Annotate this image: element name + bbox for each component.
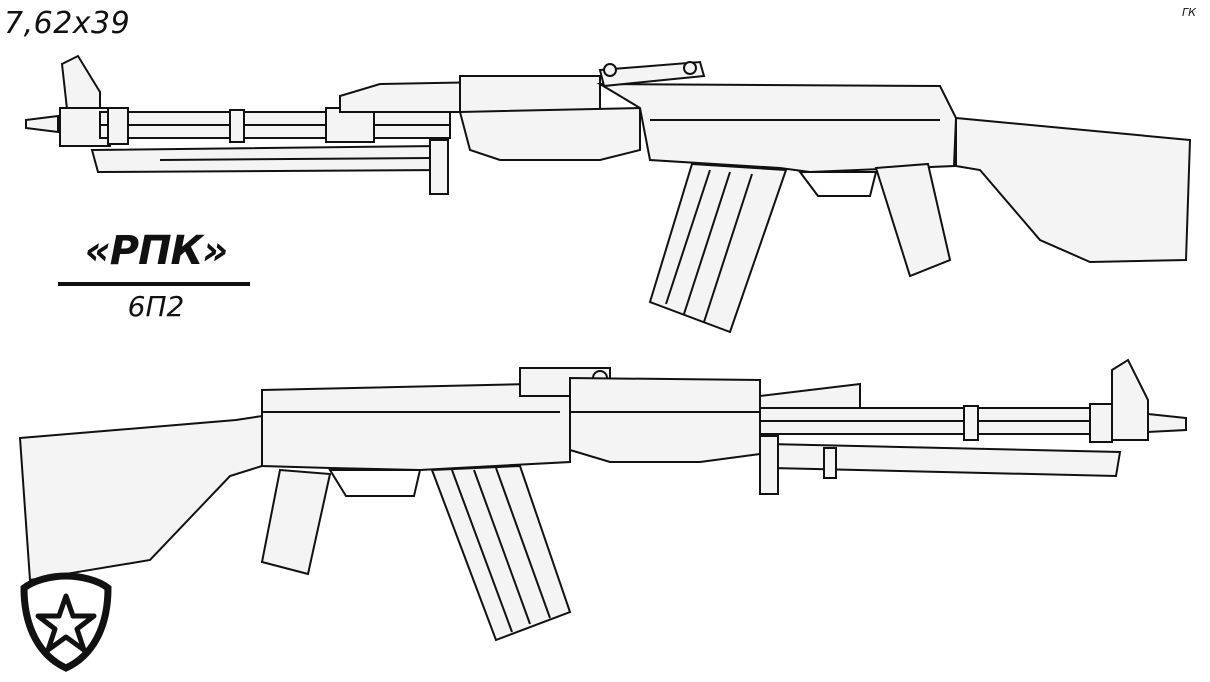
title-underline (58, 282, 250, 286)
author-mark: ГК (1182, 6, 1196, 19)
weapon-index: 6П2 (127, 290, 185, 323)
rifle-lower (18, 358, 1187, 642)
caliber-label: 7,62x39 (4, 6, 131, 41)
rifle-upper (25, 54, 1192, 334)
weapon-title: «РПК» (84, 228, 228, 274)
star-shield-emblem (20, 572, 112, 672)
